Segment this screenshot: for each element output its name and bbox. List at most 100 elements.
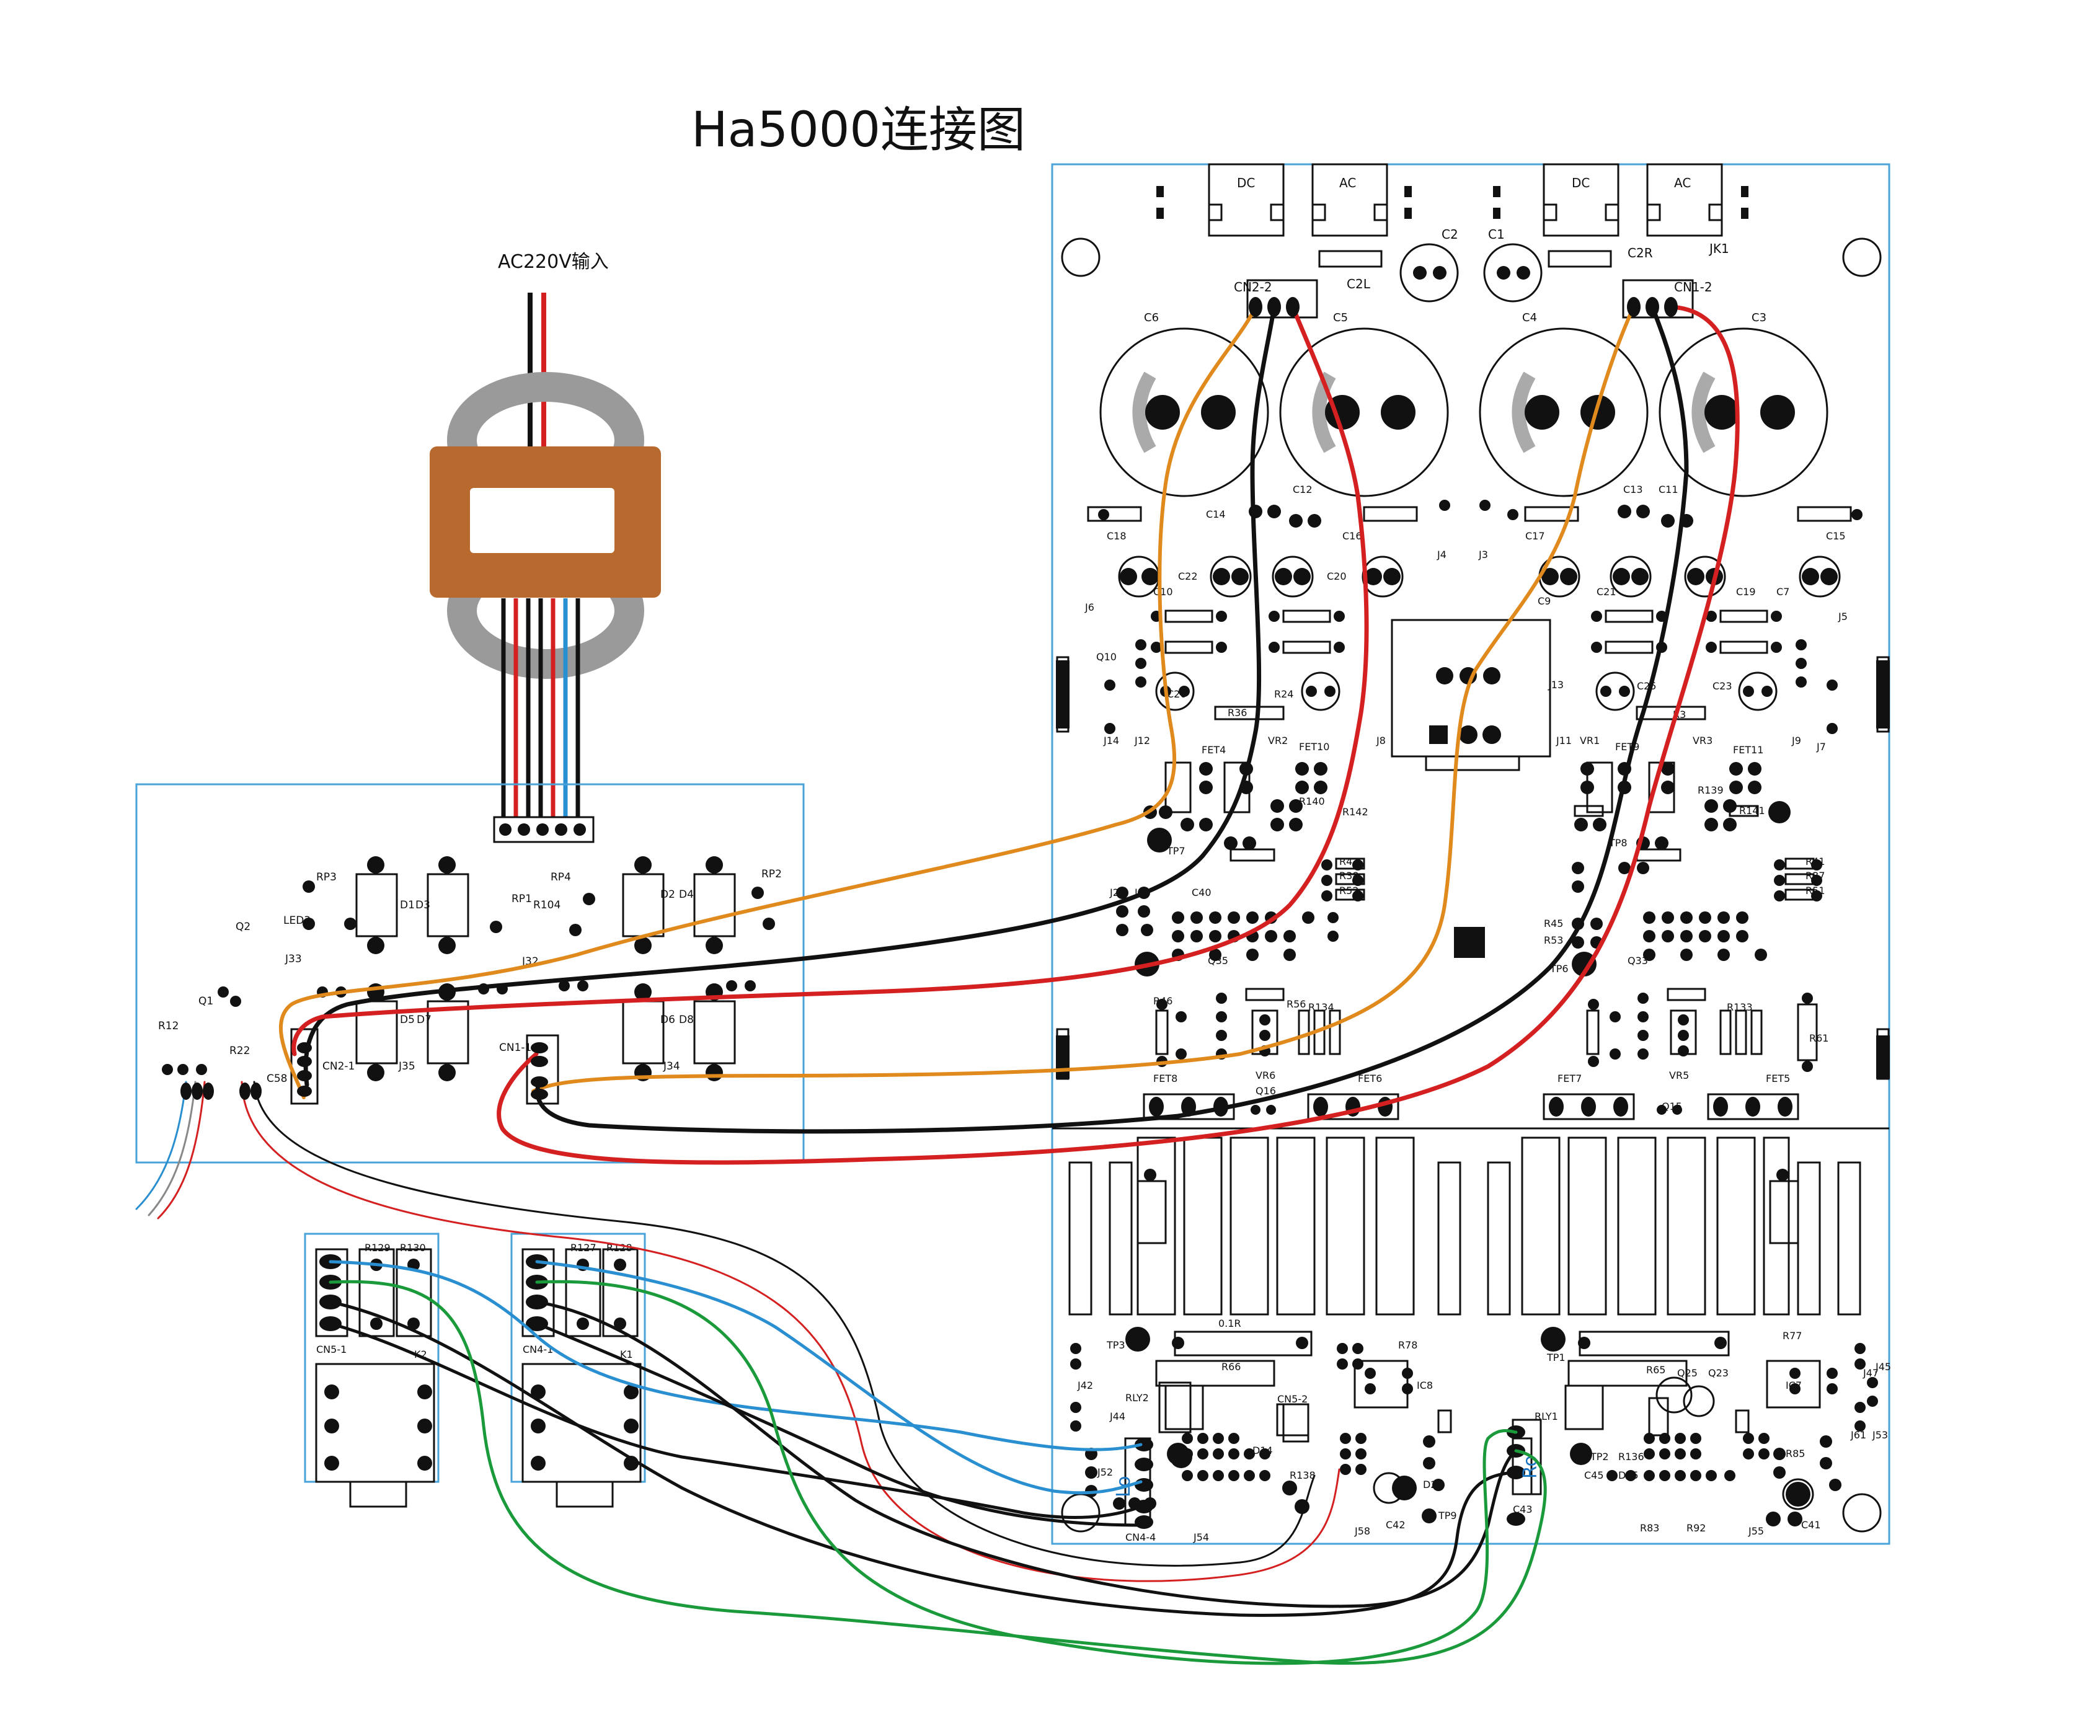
label-q2: Q2 (236, 921, 250, 933)
label-ic7: IC7 (1786, 1380, 1802, 1391)
label-j13: J13 (1548, 679, 1564, 691)
jack-board-left: R129 R130 CN5-1 K2 (304, 1233, 440, 1508)
label-d8: D8 (679, 1014, 694, 1026)
label-d15: D15 (1618, 1469, 1639, 1481)
label-q1: Q1 (198, 995, 213, 1008)
label-dc-l: DC (1237, 175, 1255, 190)
label-c14: C14 (1206, 508, 1226, 520)
label-rp3: RP3 (316, 871, 337, 884)
label-c16: C16 (1342, 530, 1362, 542)
wire-green-right (535, 1280, 1518, 1665)
label-c45: C45 (1584, 1469, 1604, 1481)
label-cn4-1: CN4-1 (523, 1344, 553, 1355)
wire-blue-right (535, 1260, 1143, 1495)
label-j42: J42 (1077, 1380, 1093, 1391)
label-ic8: IC8 (1417, 1380, 1433, 1391)
amplifier-board: DC AC DC AC JK1 C2 C1 C2L C2R CN2-2 CN1-… (1051, 163, 1891, 1545)
label-jk1: JK1 (1708, 241, 1729, 256)
wire-black-sig-4 (535, 1300, 1518, 1608)
filter-capacitors: C6 C5 C4 C3 (1099, 311, 1828, 497)
label-q10: Q10 (1096, 651, 1117, 663)
relay-left (1158, 1381, 1192, 1465)
label-j54: J54 (1193, 1531, 1209, 1543)
transformer: AC220V输入 (430, 251, 661, 818)
label-c21: C21 (1597, 586, 1616, 598)
wire-thin-red (157, 1081, 206, 1220)
label-r65: R65 (1646, 1364, 1665, 1376)
label-j47: J47 (1863, 1367, 1879, 1379)
wire-orange-left (278, 305, 1257, 1099)
label-d7: D7 (417, 1014, 432, 1026)
jack-board-right: R127 R128 CN4-1 K1 (510, 1233, 646, 1508)
label-q25: Q25 (1677, 1367, 1698, 1379)
label-r66: R66 (1221, 1361, 1241, 1373)
label-rp1: RP1 (512, 893, 532, 905)
label-j58: J58 (1354, 1525, 1370, 1537)
label-r142: R142 (1342, 806, 1368, 818)
label-c15: C15 (1826, 530, 1846, 542)
label-j4: J4 (1437, 549, 1447, 560)
label-d14: D14 (1252, 1445, 1273, 1456)
label-r140: R140 (1299, 795, 1325, 807)
label-vr5: VR5 (1669, 1070, 1689, 1081)
label-fet6: FET6 (1358, 1073, 1382, 1084)
label-cn5-1: CN5-1 (316, 1344, 347, 1355)
wire-black-sig-2 (535, 1322, 1143, 1527)
output-connector-left: Lo (1113, 1437, 1153, 1529)
label-c2r: C2R (1628, 246, 1653, 260)
label-j6: J6 (1084, 601, 1094, 613)
label-d26: D26 (1423, 1479, 1443, 1490)
label-j11: J11 (1556, 735, 1572, 746)
label-r45: R45 (1544, 918, 1563, 929)
label-c58: C58 (267, 1073, 288, 1085)
center-regulator (1391, 619, 1551, 771)
label-c5: C5 (1333, 311, 1348, 324)
label-cn4-4: CN4-4 (1125, 1531, 1156, 1543)
label-r85: R85 (1786, 1448, 1805, 1459)
label-rly2: RLY2 (1125, 1392, 1149, 1404)
label-ac-l: AC (1339, 175, 1356, 190)
power-supply-board: J33 J32 J35 J34 D1 D3 D2 D4 D5 D7 D6 D8 … (135, 783, 805, 1164)
label-j5: J5 (1838, 611, 1848, 622)
output-connector-right: Ro (1507, 1419, 1542, 1526)
label-vr6: VR6 (1256, 1070, 1275, 1081)
label-j34: J34 (663, 1060, 680, 1073)
label-fet4: FET4 (1202, 744, 1226, 756)
label-r36: R36 (1228, 707, 1247, 719)
label-j14: J14 (1103, 735, 1119, 746)
rectifier-top-row (355, 873, 736, 937)
label-c22: C22 (1178, 570, 1198, 582)
label-c40: C40 (1192, 887, 1212, 898)
label-r136: R136 (1618, 1451, 1644, 1463)
label-j55: J55 (1748, 1525, 1764, 1537)
label-r129: R129 (365, 1242, 391, 1254)
label-c42: C42 (1386, 1519, 1406, 1531)
label-c2l: C2L (1347, 277, 1371, 291)
label-c10: C10 (1153, 586, 1173, 598)
label-vr1: VR1 (1580, 735, 1600, 746)
label-j7: J7 (1816, 741, 1826, 753)
label-c43: C43 (1513, 1504, 1533, 1515)
label-j12: J12 (1134, 735, 1150, 746)
wire-thin-blue (135, 1081, 187, 1210)
label-fet10: FET10 (1299, 741, 1329, 753)
label-c9: C9 (1538, 595, 1551, 607)
label-r24: R24 (1274, 688, 1293, 700)
label-r127: R127 (570, 1242, 596, 1254)
label-c13: C13 (1623, 484, 1643, 495)
label-c18: C18 (1107, 530, 1127, 542)
label-r130: R130 (400, 1242, 426, 1254)
label-r61: R61 (1809, 1032, 1828, 1044)
label-tp1: TP1 (1546, 1352, 1566, 1363)
label-d3: D3 (415, 899, 430, 911)
label-cn1-1: CN1-1 (499, 1042, 531, 1054)
label-ro: Ro (1520, 1455, 1541, 1479)
label-cn2-1: CN2-1 (322, 1060, 355, 1073)
label-tp2: TP2 (1590, 1451, 1609, 1463)
label-rp2: RP2 (761, 868, 782, 880)
label-r138: R138 (1290, 1469, 1316, 1481)
wire-thin-black-a (253, 1081, 1316, 1567)
label-q16: Q16 (1256, 1085, 1276, 1097)
wire-black-sig-1 (329, 1322, 1143, 1519)
